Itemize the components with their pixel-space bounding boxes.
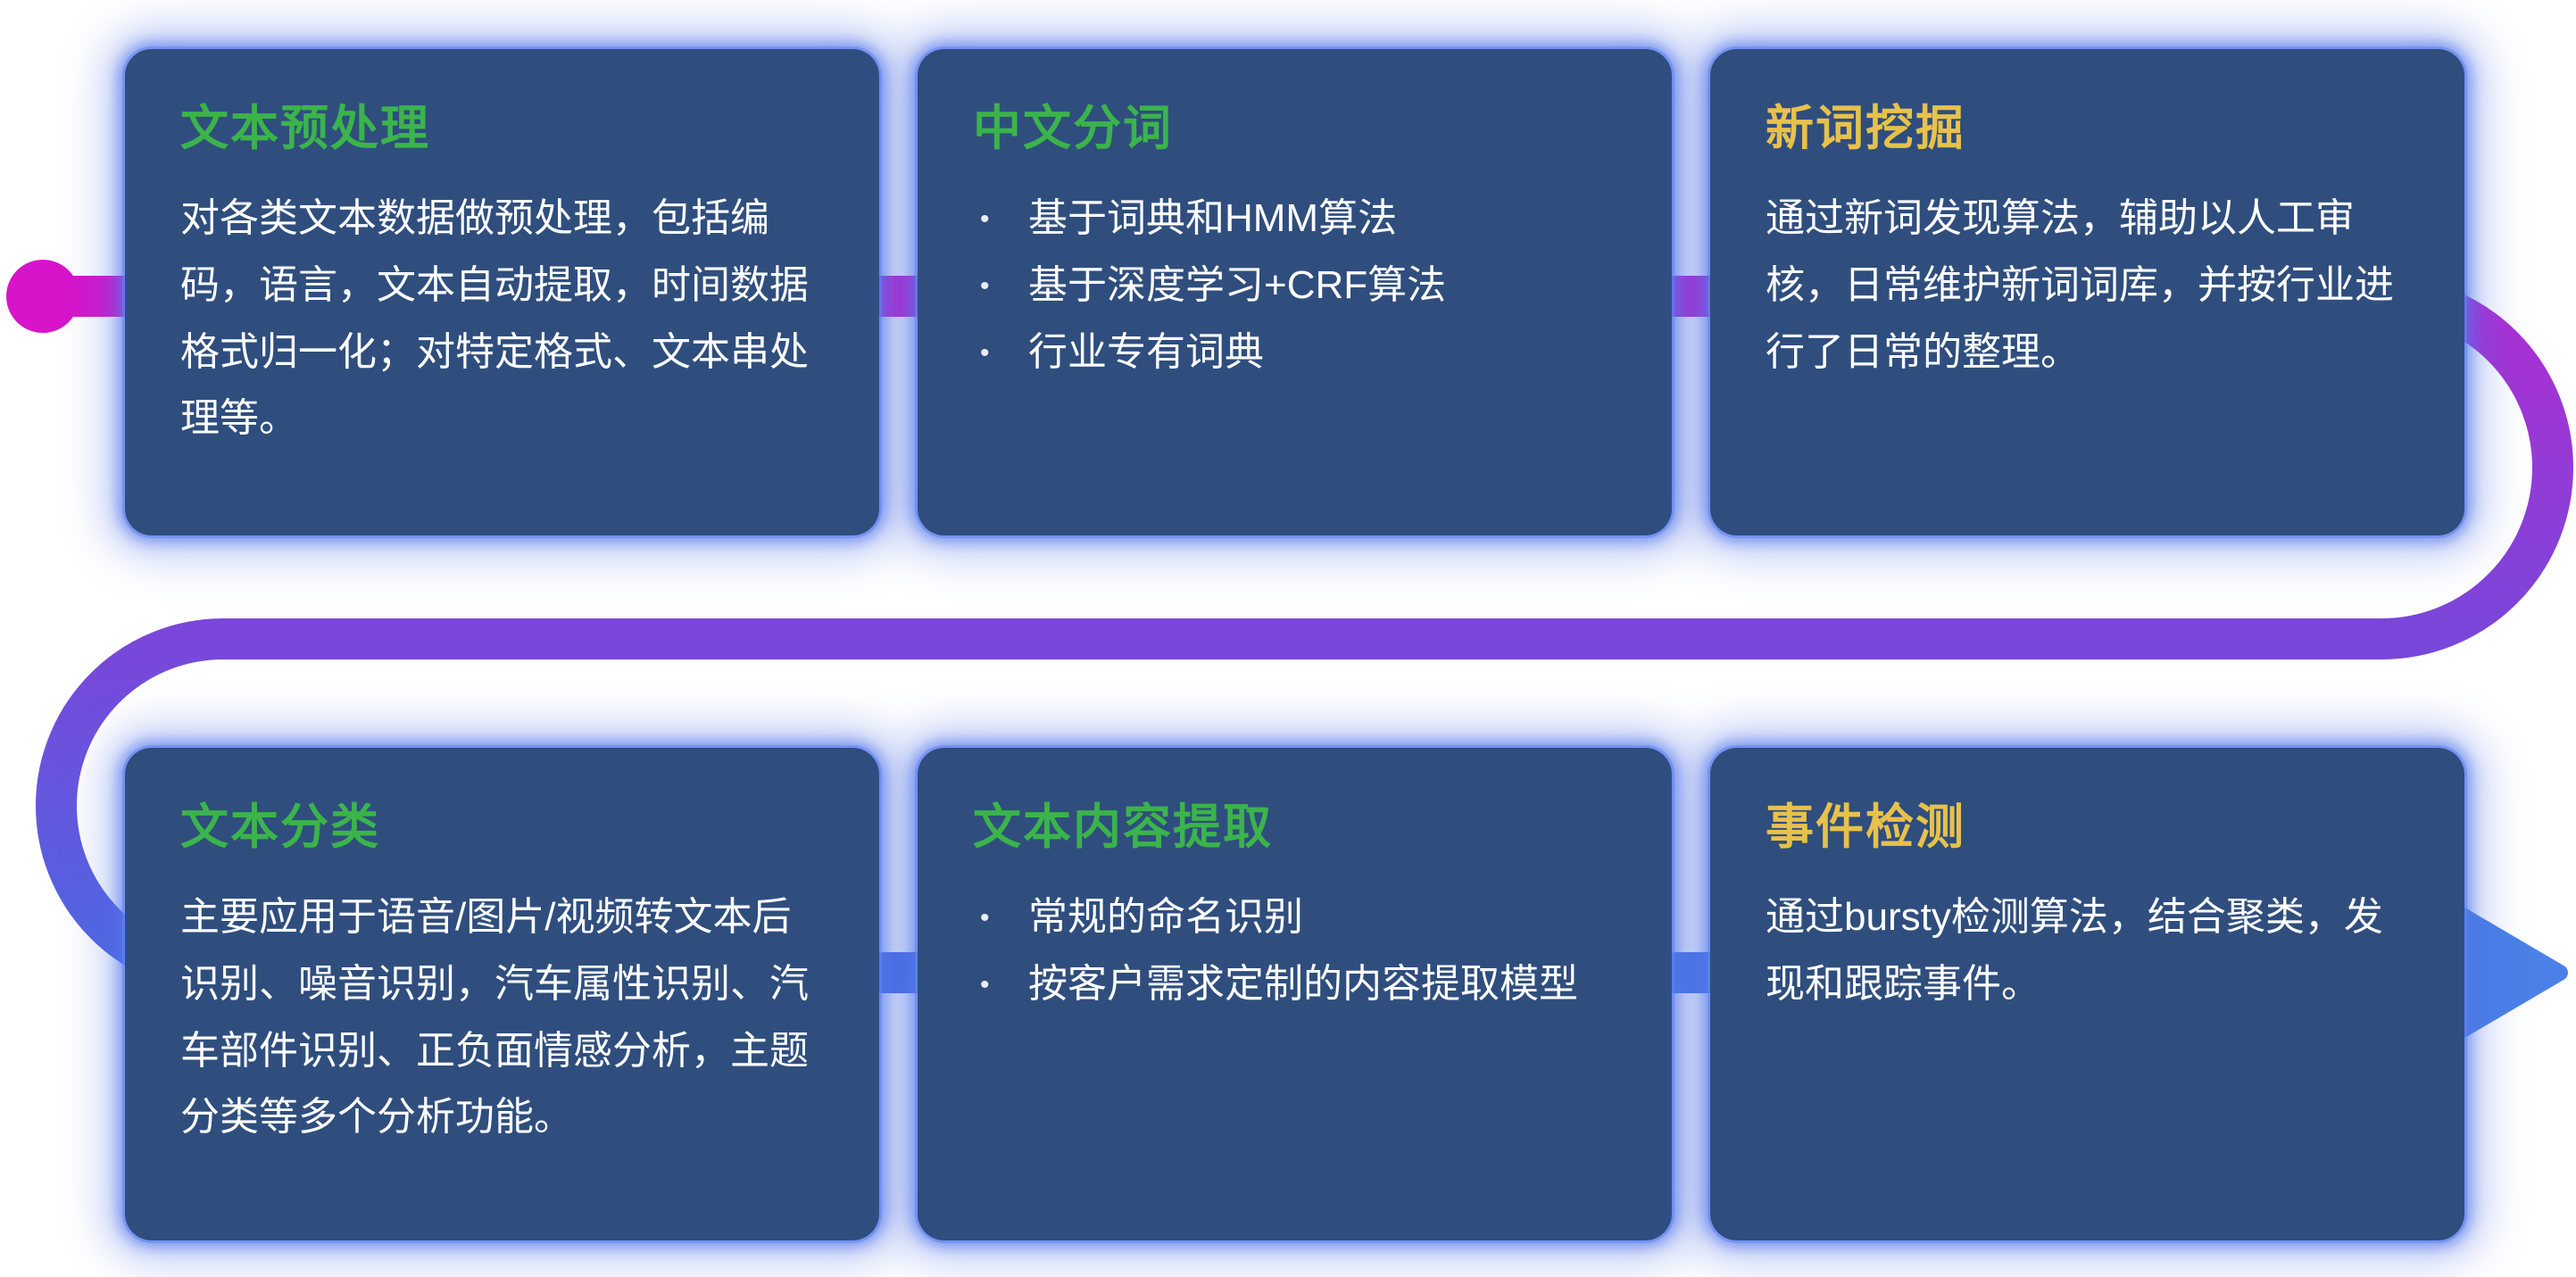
list-item: • 行业专有词典: [973, 319, 1616, 386]
card-body-text: 对各类文本数据做预处理，包括编码，语言，文本自动提取，时间数据格式归一化；对特定…: [180, 196, 809, 441]
flow-line-curve: [36, 276, 2573, 993]
start-dot: [6, 260, 79, 333]
card-title: 事件检测: [1766, 800, 1965, 854]
card-chinese-word-segmentation: 中文分词 • 基于词典和HMM算法 • 基于深度学习+CRF算法 • 行业专有词…: [918, 49, 1672, 535]
bullet-icon: •: [980, 204, 990, 234]
card-body-text: 主要应用于语音/图片/视频转文本后识别、噪音识别，汽车属性识别、汽车部件识别、正…: [180, 895, 809, 1140]
list-item: • 基于深度学习+CRF算法: [973, 253, 1616, 319]
bullet-icon: •: [980, 903, 990, 933]
card-text-content-extraction: 文本内容提取 • 常规的命名识别 • 按客户需求定制的内容提取模型: [918, 748, 1672, 1240]
list-item-text: 常规的命名识别: [1028, 895, 1303, 939]
bullet-list: • 常规的命名识别 • 按客户需求定制的内容提取模型: [973, 884, 1616, 1018]
bullet-icon: •: [980, 970, 990, 999]
list-item-text: 基于深度学习+CRF算法: [1028, 263, 1447, 307]
bullet-icon: •: [980, 338, 990, 368]
card-new-word-mining: 新词挖掘 通过新词发现算法，辅助以人工审核，日常维护新词词库，并按行业进行了日常…: [1710, 49, 2464, 535]
card-title: 中文分词: [973, 102, 1173, 155]
card-title: 新词挖掘: [1766, 102, 1965, 155]
card-event-detection: 事件检测 通过bursty检测算法，结合聚类，发现和跟踪事件。: [1710, 748, 2464, 1240]
list-item: • 按客户需求定制的内容提取模型: [973, 951, 1616, 1018]
list-item-text: 行业专有词典: [1028, 330, 1264, 374]
card-text-preprocessing: 文本预处理 对各类文本数据做预处理，包括编码，语言，文本自动提取，时间数据格式归…: [125, 49, 879, 535]
bullet-list: • 基于词典和HMM算法 • 基于深度学习+CRF算法 • 行业专有词典: [973, 186, 1616, 386]
card-title: 文本预处理: [180, 102, 430, 155]
card-body-text: 通过bursty检测算法，结合聚类，发现和跟踪事件。: [1766, 895, 2383, 1006]
list-item-text: 按客户需求定制的内容提取模型: [1028, 962, 1578, 1006]
bullet-icon: •: [980, 271, 990, 301]
card-text-classification: 文本分类 主要应用于语音/图片/视频转文本后识别、噪音识别，汽车属性识别、汽车部…: [125, 748, 879, 1240]
list-item-text: 基于词典和HMM算法: [1028, 196, 1398, 240]
list-item: • 基于词典和HMM算法: [973, 186, 1616, 253]
card-title: 文本内容提取: [973, 800, 1273, 854]
card-body-text: 通过新词发现算法，辅助以人工审核，日常维护新词词库，并按行业进行了日常的整理。: [1766, 196, 2394, 374]
list-item: • 常规的命名识别: [973, 884, 1616, 951]
card-title: 文本分类: [180, 800, 380, 854]
